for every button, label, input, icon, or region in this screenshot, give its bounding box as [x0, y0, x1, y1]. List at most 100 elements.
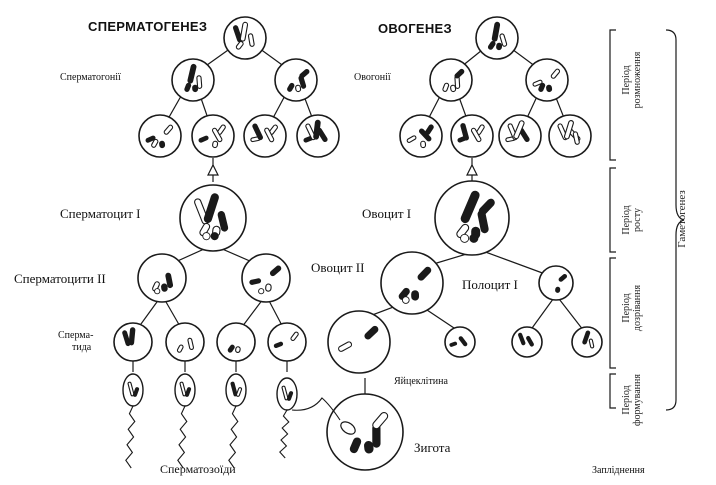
period-maturation-bracket	[609, 257, 616, 369]
oogonium-cell	[450, 114, 494, 158]
chromosome	[199, 222, 211, 237]
cell-membrane	[538, 265, 574, 301]
oogonium-cell-top	[475, 16, 519, 60]
chromosome	[227, 344, 235, 353]
chromosome	[449, 341, 458, 347]
chromosome	[491, 21, 501, 42]
oocyte-2-cell	[380, 251, 444, 315]
period-reproduction-line1: Період	[621, 65, 632, 95]
cell-membrane	[444, 326, 476, 358]
oogenesis-title: ОВОГЕНЕЗ	[378, 21, 452, 36]
period-maturation-label: Період дозрівання	[621, 263, 645, 353]
spermatid-cell	[216, 322, 256, 362]
chromosome	[179, 381, 187, 397]
growth-arrow-sperm	[207, 163, 219, 176]
growth-arrow-egg	[466, 163, 478, 176]
chromosome	[299, 69, 310, 79]
sperm-tail	[125, 405, 136, 469]
spermatogonium-cell	[274, 58, 318, 102]
spermatogonium-cell-top	[223, 16, 267, 60]
oogonia-label: Овогонії	[354, 72, 391, 83]
chromosome-dot	[469, 233, 479, 243]
cell-membrane	[450, 114, 494, 158]
period-formation-line2: формування	[632, 374, 643, 426]
spermatocyte-2-cell	[241, 253, 291, 303]
cell-membrane	[380, 251, 444, 315]
chromosome	[264, 127, 275, 143]
chromosome-dot	[202, 232, 211, 241]
chromosome	[132, 387, 140, 397]
chromosome	[247, 33, 255, 47]
chromosome-dot	[258, 288, 265, 295]
chromosome	[265, 283, 272, 292]
oogonium-cell	[399, 114, 443, 158]
chromosome	[454, 68, 465, 79]
spermatocyte-1-cell	[179, 184, 247, 252]
chromosome	[458, 336, 468, 347]
period-growth-line2: росту	[632, 208, 643, 232]
chromosome	[217, 211, 229, 232]
egg-cell-label: Яйцеклітина	[394, 376, 448, 387]
cell-membrane	[326, 393, 404, 471]
chromosome	[372, 411, 389, 430]
chromosome	[203, 193, 219, 223]
chromosome	[538, 82, 546, 92]
chromosome	[187, 337, 195, 351]
chromosome	[151, 138, 159, 148]
chromosome	[252, 123, 263, 141]
spermatid-cell	[113, 322, 153, 362]
chromosome	[235, 346, 241, 353]
polocyte-cell	[511, 326, 543, 358]
zygote-label: Зигота	[414, 440, 451, 455]
chromosome	[287, 82, 295, 92]
oocyte-1-label: Овоцит I	[362, 206, 412, 221]
polocyte-1-cell	[538, 265, 574, 301]
chromosome	[269, 265, 282, 277]
chromosome	[555, 286, 561, 293]
cell-membrane	[274, 58, 318, 102]
chromosome	[235, 41, 244, 50]
period-formation-line1: Період	[621, 385, 632, 415]
oogonium-cell	[548, 114, 592, 158]
chromosome	[526, 335, 534, 347]
cell-membrane	[399, 114, 443, 158]
chromosome	[295, 84, 302, 93]
spermatozoa-label: Сперматозоїди	[160, 462, 236, 476]
oogonium-cell	[525, 58, 569, 102]
fertilizing-sperm-tail	[291, 397, 341, 421]
fertilization-label: Запліднення	[592, 465, 645, 476]
chromosome	[518, 332, 526, 346]
sperm-tail	[177, 405, 188, 469]
oogonium-cell	[429, 58, 473, 102]
chromosome	[563, 120, 574, 140]
chromosome	[420, 140, 427, 149]
cell-membrane	[267, 322, 307, 362]
cell-membrane	[138, 114, 182, 158]
chromosome-dot	[401, 296, 410, 304]
chromosome	[460, 123, 469, 141]
chromosome	[411, 290, 420, 301]
chromosome	[290, 331, 299, 342]
chromosome	[235, 387, 243, 397]
egg-cell	[327, 310, 391, 374]
chromosome	[212, 140, 219, 149]
sperm-tail	[279, 409, 290, 459]
chromosome	[286, 391, 294, 401]
oogonium-cell	[498, 114, 542, 158]
period-reproduction-line2: розмноження	[632, 51, 643, 109]
chromosome	[161, 283, 168, 292]
cell-membrane	[525, 58, 569, 102]
chromosome	[196, 75, 203, 89]
spermatogonium-cell	[296, 114, 340, 158]
chromosome	[406, 135, 417, 143]
chromosome	[313, 119, 321, 140]
chromosome	[184, 387, 192, 397]
spermatid-cell	[165, 322, 205, 362]
chromosome	[159, 140, 166, 149]
spermatocyte-2-cell	[137, 253, 187, 303]
chromosome	[546, 84, 553, 93]
spermatozoon	[174, 373, 196, 469]
chromosome	[496, 42, 503, 51]
spermatogonium-cell	[171, 58, 215, 102]
chromosome	[442, 82, 450, 92]
